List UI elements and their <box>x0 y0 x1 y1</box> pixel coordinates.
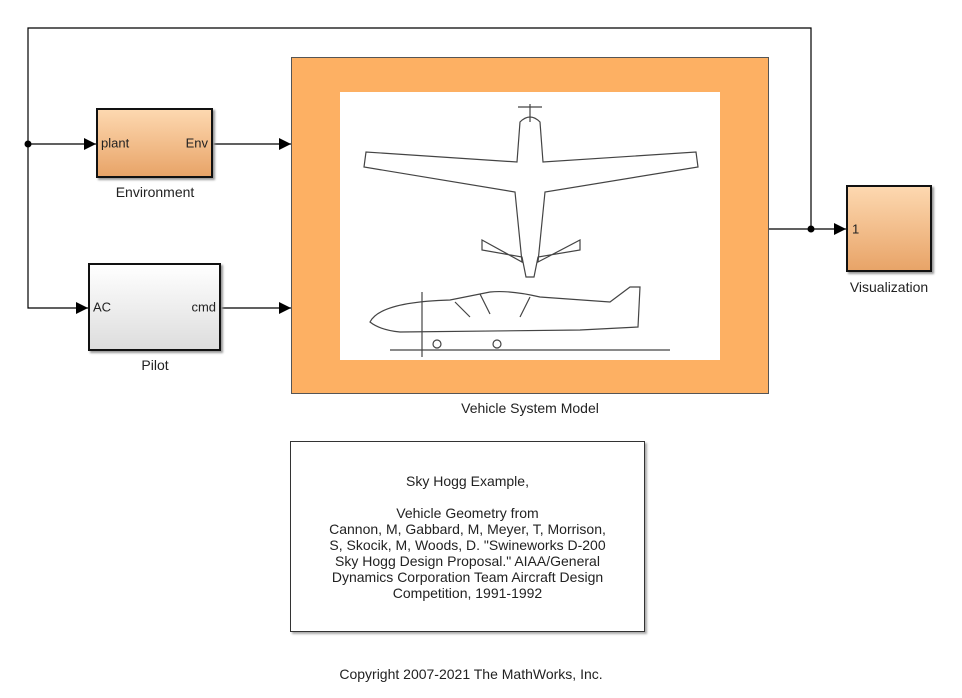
pilot-block[interactable]: AC cmd <box>88 263 221 351</box>
in-port-label: 1 <box>852 221 860 236</box>
branch-point <box>24 140 32 148</box>
annotation-line: Dynamics Corporation Team Aircraft Desig… <box>331 568 604 585</box>
visualization-label: Visualization <box>849 279 929 295</box>
branch-point <box>807 225 815 233</box>
annotation-line: Vehicle Geometry from <box>396 504 539 521</box>
vehicle-label: Vehicle System Model <box>461 400 599 416</box>
annotation-line: Cannon, M, Gabbard, M, Meyer, T, Morriso… <box>329 520 606 537</box>
annotation-line: Competition, 1991-1992 <box>392 584 543 601</box>
copyright-text: Copyright 2007-2021 The MathWorks, Inc. <box>339 666 603 682</box>
annotation-line: Sky Hogg Design Proposal." AIAA/General <box>335 552 600 569</box>
in-port-label: plant <box>101 135 130 151</box>
environment-label: Environment <box>115 184 195 200</box>
vehicle-system-model-block[interactable] <box>291 57 769 394</box>
annotation-line: Sky Hogg Example, <box>406 472 529 489</box>
feedback-line <box>27 27 812 314</box>
pilot-label: Pilot <box>141 357 169 373</box>
aircraft-image <box>340 92 720 360</box>
environment-block[interactable]: plant Env <box>96 108 213 178</box>
out-port-label: Env <box>185 135 208 151</box>
annotation-line: S, Skocik, M, Woods, D. "Swineworks D-20… <box>329 536 606 553</box>
visualization-block[interactable]: 1 <box>846 185 932 272</box>
annotation-box: Sky Hogg Example, Vehicle Geometry from … <box>290 441 645 632</box>
in-port-label: AC <box>93 299 112 315</box>
out-port-label: cmd <box>191 299 216 315</box>
